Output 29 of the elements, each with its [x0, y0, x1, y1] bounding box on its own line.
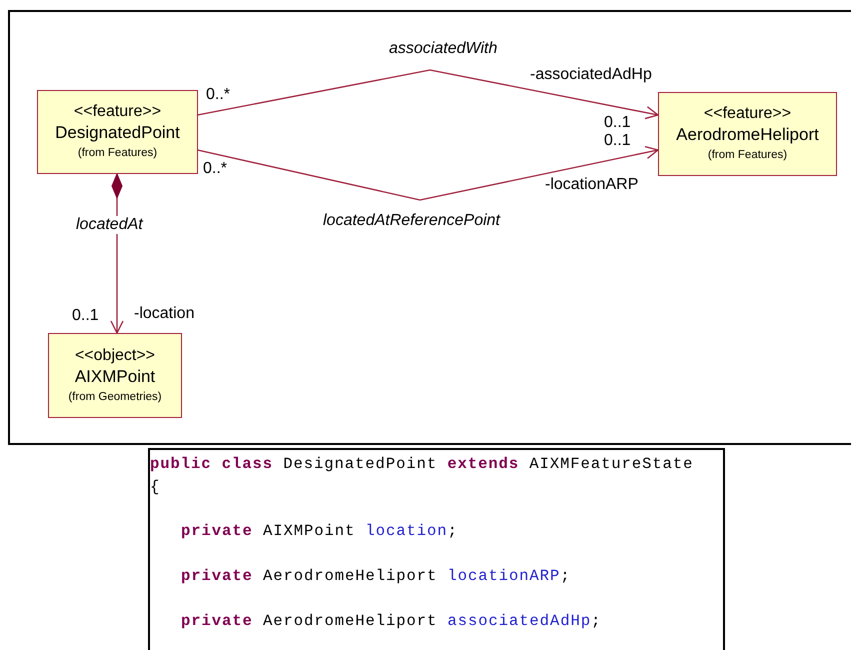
code-line: public class DesignatedPoint extends AIXMFeatureState [150, 455, 694, 473]
class-box [658, 92, 837, 176]
class-name: AerodromeHeliport [676, 124, 819, 146]
code-line: { [150, 478, 160, 496]
multiplicity-label: 0..1 [604, 114, 631, 132]
composition-arrow [110, 174, 124, 334]
association-arrow [197, 69, 659, 120]
role-name: -locationARP [545, 176, 638, 194]
class-box [48, 333, 182, 418]
association-arrow [197, 146, 659, 201]
multiplicity-label: 0..* [206, 86, 230, 104]
role-name: -associatedAdHp [530, 66, 652, 84]
code-line: private AerodromeHeliport associatedAdHp; [181, 612, 602, 630]
class-name: DesignatedPoint [55, 122, 180, 144]
multiplicity-label: 0..* [203, 160, 228, 178]
stereotype-label: <<feature>> [704, 104, 792, 124]
code-line: private AIXMPoint location; [181, 522, 458, 540]
package-label: (from Features) [708, 148, 788, 163]
multiplicity-label: 0..1 [72, 307, 99, 325]
stereotype-label: <<object>> [74, 346, 156, 366]
package-label: (from Geometries) [68, 390, 162, 404]
class-box [37, 90, 198, 174]
role-name: -location [134, 305, 194, 323]
stereotype-label: <<feature>> [74, 102, 162, 122]
package-label: (from Features) [78, 146, 158, 161]
multiplicity-label: 0..1 [604, 132, 631, 150]
edge-label: locatedAt [75, 216, 144, 234]
code-line: private AerodromeHeliport locationARP; [181, 567, 571, 585]
class-name: AIXMPoint [74, 366, 156, 388]
